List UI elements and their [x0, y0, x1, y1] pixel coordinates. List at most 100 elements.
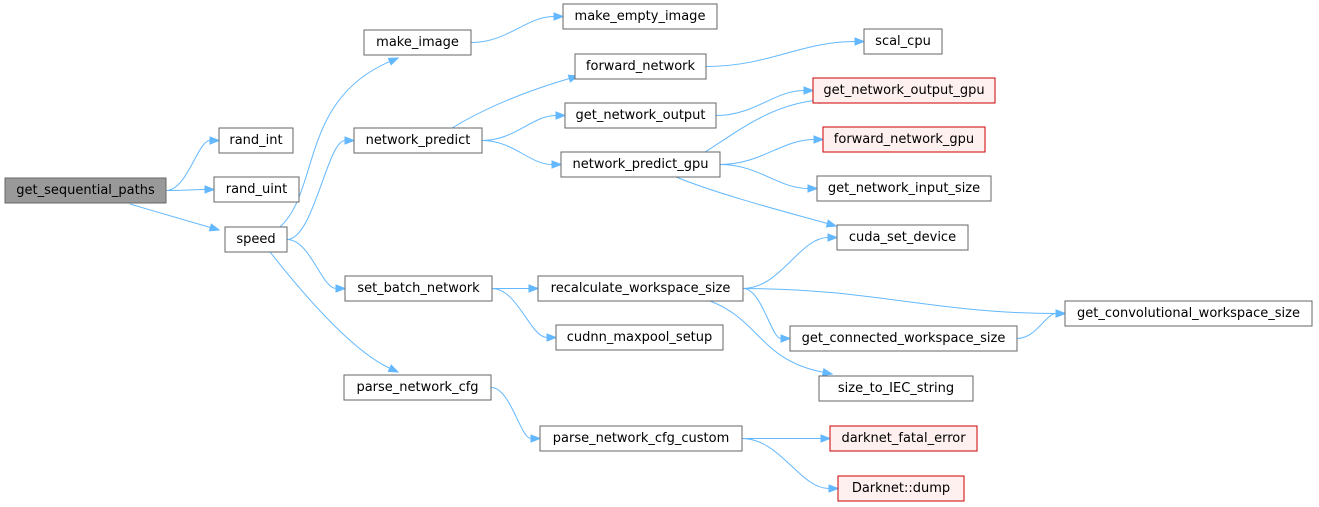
edge-line — [269, 251, 391, 369]
arrowhead — [204, 185, 216, 194]
node-forward_network[interactable]: forward_network — [574, 53, 707, 80]
node-label: recalculate_workspace_size — [551, 281, 731, 296]
arrowhead — [825, 219, 838, 228]
edge-speed-to-make_image — [279, 57, 400, 228]
node-box — [555, 324, 724, 351]
arrowhead — [813, 135, 825, 144]
node-Darknet_dump[interactable]: Darknet::dump — [837, 475, 965, 502]
node-label: forward_network_gpu — [834, 132, 974, 147]
node-box — [560, 151, 721, 178]
node-rand_uint[interactable]: rand_uint — [213, 176, 300, 203]
arrowhead — [820, 434, 832, 443]
node-label: rand_int — [229, 133, 282, 148]
node-box — [4, 177, 167, 204]
arrowhead — [828, 484, 840, 493]
edge-line — [129, 203, 211, 228]
node-box — [837, 475, 965, 502]
edge-speed-to-network_predict — [286, 136, 356, 240]
node-label: get_sequential_paths — [16, 183, 155, 198]
node-set_batch_network[interactable]: set_batch_network — [344, 275, 493, 302]
node-label: cuda_set_device — [849, 230, 956, 245]
node-forward_network_gpu[interactable]: forward_network_gpu — [822, 126, 986, 153]
node-darknet_fatal_error[interactable]: darknet_fatal_error — [829, 425, 978, 452]
edge-line — [675, 176, 828, 225]
node-box — [822, 126, 986, 153]
node-cudnn_maxpool_setup[interactable]: cudnn_maxpool_setup — [555, 324, 724, 351]
node-box — [562, 3, 718, 30]
edge-get_sequential_paths-to-rand_int — [165, 136, 221, 191]
arrowhead — [555, 111, 567, 120]
arrowhead — [553, 12, 565, 21]
edge-line — [165, 189, 206, 191]
node-box — [1064, 300, 1313, 327]
node-get_network_input_size[interactable]: get_network_input_size — [816, 175, 992, 202]
node-network_predict_gpu[interactable]: network_predict_gpu — [560, 151, 721, 178]
edge-line — [491, 288, 548, 338]
node-get_sequential_paths[interactable]: get_sequential_paths — [4, 177, 167, 204]
node-get_network_output_gpu[interactable]: get_network_output_gpu — [812, 77, 996, 104]
node-label: network_predict_gpu — [573, 157, 709, 172]
node-box — [574, 53, 707, 80]
node-parse_network_cfg[interactable]: parse_network_cfg — [343, 374, 492, 401]
node-make_empty_image[interactable]: make_empty_image — [562, 3, 718, 30]
edge-line — [741, 438, 830, 489]
edge-parse_network_cfg_custom-to-Darknet_dump — [741, 438, 840, 493]
node-cuda_set_device[interactable]: cuda_set_device — [836, 224, 969, 251]
node-label: make_empty_image — [575, 9, 706, 24]
node-network_predict[interactable]: network_predict — [353, 127, 483, 154]
edge-get_sequential_paths-to-rand_uint — [165, 185, 216, 194]
arrowhead — [546, 333, 558, 342]
edges-layer — [129, 12, 1067, 493]
edge-line — [165, 140, 211, 191]
node-label: Darknet::dump — [852, 481, 950, 496]
edge-network_predict_gpu-to-forward_network_gpu — [719, 135, 825, 165]
node-label: get_network_output_gpu — [823, 83, 984, 98]
node-scal_cpu[interactable]: scal_cpu — [863, 28, 943, 55]
node-box — [213, 176, 300, 203]
edge-line — [704, 99, 820, 153]
node-label: network_predict — [366, 133, 471, 148]
node-label: size_to_IEC_string — [838, 381, 954, 396]
node-rand_int[interactable]: rand_int — [218, 127, 294, 154]
edge-speed-to-parse_network_cfg — [269, 251, 400, 373]
node-recalculate_workspace_size[interactable]: recalculate_workspace_size — [537, 275, 744, 302]
arrowhead — [208, 223, 221, 232]
node-label: rand_uint — [226, 182, 288, 197]
arrowhead — [854, 37, 866, 46]
node-box — [863, 28, 943, 55]
node-label: get_convolutional_workspace_size — [1077, 306, 1300, 321]
node-label: scal_cpu — [875, 34, 931, 49]
arrowhead — [780, 334, 792, 343]
edge-recalculate_workspace_size-to-size_to_IEC_string — [709, 300, 834, 377]
node-box — [363, 29, 472, 56]
node-make_image[interactable]: make_image — [363, 29, 472, 56]
node-box — [836, 224, 969, 251]
edge-forward_network-to-scal_cpu — [705, 37, 866, 67]
arrowhead — [335, 284, 347, 293]
node-get_network_output[interactable]: get_network_output — [564, 102, 717, 129]
node-parse_network_cfg_custom[interactable]: parse_network_cfg_custom — [539, 425, 743, 452]
node-box — [812, 77, 996, 104]
node-box — [816, 175, 992, 202]
node-speed[interactable]: speed — [224, 226, 288, 253]
node-box — [537, 275, 744, 302]
node-label: forward_network — [586, 59, 696, 74]
node-label: make_image — [376, 35, 459, 50]
arrowhead — [551, 160, 563, 169]
node-get_connected_workspace_size[interactable]: get_connected_workspace_size — [789, 325, 1018, 352]
edge-network_predict-to-get_network_output — [481, 111, 567, 141]
edge-line — [279, 61, 390, 228]
edge-parse_network_cfg_custom-to-darknet_fatal_error — [741, 434, 832, 443]
edge-parse_network_cfg-to-parse_network_cfg_custom — [490, 387, 542, 443]
node-get_convolutional_workspace_size[interactable]: get_convolutional_workspace_size — [1064, 300, 1313, 327]
edge-line — [742, 288, 1057, 314]
edge-line — [705, 41, 856, 67]
node-size_to_IEC_string[interactable]: size_to_IEC_string — [818, 375, 974, 402]
arrowhead — [803, 86, 815, 95]
edge-line — [742, 288, 782, 339]
node-label: get_network_input_size — [828, 181, 980, 196]
edge-network_predict_gpu-to-cuda_set_device — [675, 176, 838, 228]
node-box — [353, 127, 483, 154]
edge-line — [470, 16, 555, 43]
